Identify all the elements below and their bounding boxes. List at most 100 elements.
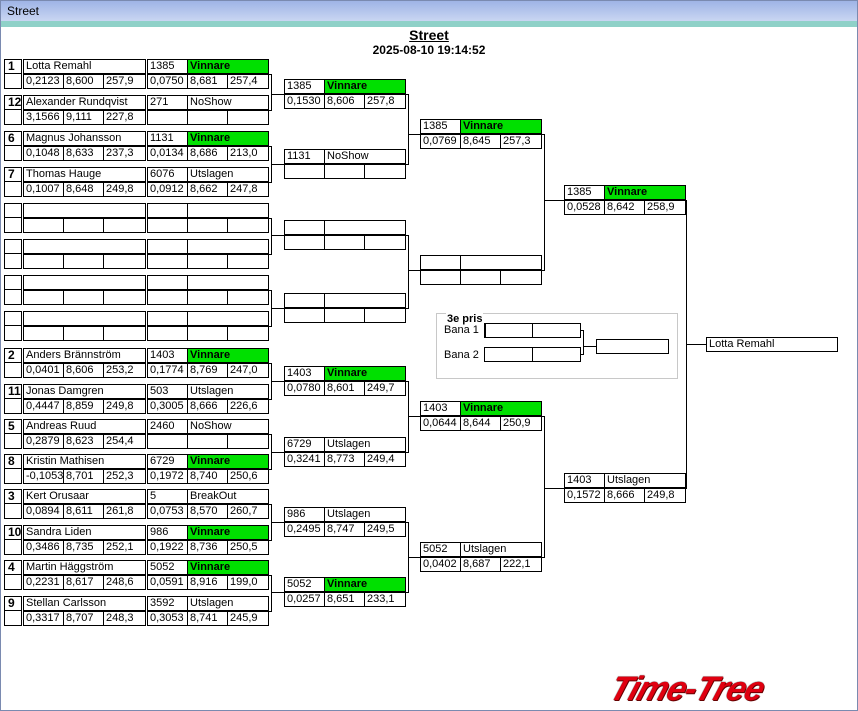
- bracket-connector: [406, 164, 409, 165]
- seed-number: 12: [4, 95, 22, 110]
- competitor-name[interactable]: Lotta Remahl: [23, 59, 146, 74]
- r1-result-stat: [187, 326, 228, 341]
- r1-result-stat: 0,0912: [147, 182, 188, 197]
- competitor-name[interactable]: [23, 239, 146, 254]
- r3-result-number: 1403: [420, 401, 461, 416]
- competitor-stat: 8,859: [63, 399, 104, 414]
- competitor-stat: 0,1048: [23, 146, 64, 161]
- seed-number: [4, 239, 22, 254]
- third-lane2-b[interactable]: [532, 347, 581, 362]
- r2-result-stat: [364, 235, 406, 250]
- competitor-name[interactable]: Magnus Johansson: [23, 131, 146, 146]
- competitor-name[interactable]: Martin Häggström: [23, 560, 146, 575]
- r1-result-stat: [187, 110, 228, 125]
- competitor-name[interactable]: Kristin Mathisen: [23, 454, 146, 469]
- r3-result-stat: 0,0769: [420, 134, 461, 149]
- seed-number: 9: [4, 596, 22, 611]
- bracket-connector: [542, 134, 545, 135]
- r2-result-number: 1403: [284, 366, 325, 381]
- event-title: Street: [409, 27, 449, 43]
- bracket-connector: [544, 416, 545, 558]
- r1-result-status: [187, 275, 269, 290]
- r2-result-stat: 233,1: [364, 592, 406, 607]
- r2-result-stat: 8,773: [324, 452, 365, 467]
- champion-name: Lotta Remahl: [706, 337, 838, 352]
- r1-result-stat: 0,0591: [147, 575, 188, 590]
- competitor-name[interactable]: [23, 275, 146, 290]
- r4-result-stat: 0,0528: [564, 200, 605, 215]
- bracket-connector: [583, 346, 596, 347]
- r1-result-stat: [187, 218, 228, 233]
- r1-result-stat: 8,662: [187, 182, 228, 197]
- competitor-name[interactable]: Kert Orusaar: [23, 489, 146, 504]
- seed-number: [4, 275, 22, 290]
- r1-result-stat: 0,1972: [147, 469, 188, 484]
- competitor-name[interactable]: Sandra Liden: [23, 525, 146, 540]
- r1-result-stat: 0,3053: [147, 611, 188, 626]
- r2-result-stat: [284, 308, 325, 323]
- bracket-connector: [271, 164, 284, 165]
- r1-result-number: 271: [147, 95, 188, 110]
- seed-spacer: [4, 363, 22, 378]
- competitor-stat: 8,617: [63, 575, 104, 590]
- competitor-stat: 0,2879: [23, 434, 64, 449]
- bracket-connector: [269, 326, 272, 327]
- competitor-stat: 0,1007: [23, 182, 64, 197]
- bracket-connector: [271, 235, 284, 236]
- r2-result-stat: 249,5: [364, 522, 406, 537]
- competitor-name[interactable]: Jonas Damgren: [23, 384, 146, 399]
- r2-result-number: 1131: [284, 149, 325, 164]
- r3-result-stat: 8,687: [460, 557, 501, 572]
- r1-result-status: NoShow: [187, 419, 269, 434]
- third-lane1-b[interactable]: [532, 323, 581, 338]
- title-accent-strip: [1, 21, 857, 27]
- r1-result-stat: 0,1774: [147, 363, 188, 378]
- r3-result-stat: 250,9: [500, 416, 542, 431]
- seed-number: 8: [4, 454, 22, 469]
- r2-result-status: Utslagen: [324, 507, 406, 522]
- competitor-stat: 0,3486: [23, 540, 64, 555]
- r1-result-stat: [147, 290, 188, 305]
- competitor-name[interactable]: [23, 311, 146, 326]
- r2-result-status: Vinnare: [324, 79, 406, 94]
- bracket-connector: [269, 290, 272, 291]
- bracket-connector: [583, 330, 584, 355]
- r2-result-stat: 0,1530: [284, 94, 325, 109]
- r1-result-number: 2460: [147, 419, 188, 434]
- seed-number: 4: [4, 560, 22, 575]
- r3-result-stat: 8,645: [460, 134, 501, 149]
- bracket-connector: [271, 218, 272, 255]
- r1-result-stat: 8,736: [187, 540, 228, 555]
- competitor-name[interactable]: Anders Brännström: [23, 348, 146, 363]
- bracket-connector: [542, 416, 545, 417]
- competitor-stat: 249,8: [103, 182, 146, 197]
- competitor-name[interactable]: Alexander Rundqvist: [23, 95, 146, 110]
- competitor-name[interactable]: Stellan Carlsson: [23, 596, 146, 611]
- competitor-name[interactable]: Thomas Hauge: [23, 167, 146, 182]
- r2-result-stat: 0,2495: [284, 522, 325, 537]
- third-place-box: 3e pris Bana 1 Bana 2: [436, 313, 678, 379]
- competitor-stat: 249,8: [103, 399, 146, 414]
- r2-result-number: 6729: [284, 437, 325, 452]
- r2-result-stat: 249,7: [364, 381, 406, 396]
- bracket-connector: [269, 575, 272, 576]
- r1-result-stat: [147, 326, 188, 341]
- r1-result-stat: [187, 434, 228, 449]
- competitor-name[interactable]: [23, 203, 146, 218]
- competitor-stat: 237,3: [103, 146, 146, 161]
- bracket-connector: [406, 452, 409, 453]
- r1-result-number: [147, 311, 188, 326]
- r1-result-number: 6729: [147, 454, 188, 469]
- r1-result-stat: 0,3005: [147, 399, 188, 414]
- competitor-name[interactable]: Andreas Ruud: [23, 419, 146, 434]
- seed-spacer: [4, 611, 22, 626]
- competitor-stat: 0,0894: [23, 504, 64, 519]
- bracket-connector: [408, 134, 420, 135]
- r3-result-stat: 0,0644: [420, 416, 461, 431]
- bracket-connector: [408, 270, 420, 271]
- bracket-connector: [269, 254, 272, 255]
- r2-result-stat: [284, 235, 325, 250]
- seed-spacer: [4, 74, 22, 89]
- bracket-connector: [271, 522, 284, 523]
- bracket-connector: [269, 146, 272, 147]
